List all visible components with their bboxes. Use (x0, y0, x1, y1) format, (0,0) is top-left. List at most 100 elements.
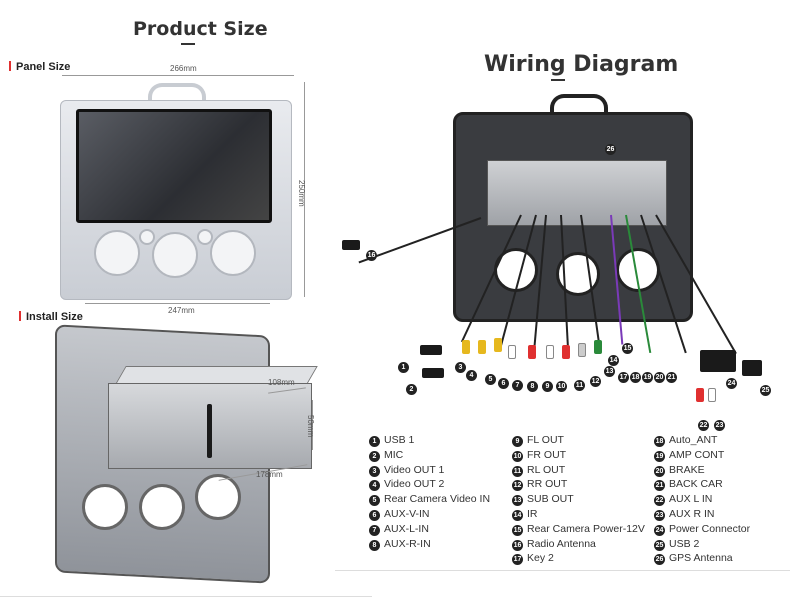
divider (0, 596, 372, 597)
title-underline (551, 79, 565, 81)
legend-number-badge: 16 (512, 539, 523, 551)
legend-label: FL OUT (527, 434, 564, 446)
legend-number-badge: 6 (369, 509, 380, 521)
panel-handle (148, 83, 206, 103)
wifi-antenna (207, 404, 212, 458)
callout-10: 10 (556, 381, 567, 392)
legend-item: 25 USB 2 (654, 538, 750, 553)
legend-label: GPS Antenna (669, 552, 733, 565)
radio-antenna-connector (342, 240, 360, 250)
legend-label: Power Connector (669, 522, 751, 535)
red-accent-bar (9, 61, 11, 71)
callout-23: 23 (714, 420, 725, 431)
callout-13: 13 (604, 366, 615, 377)
legend-label: Radio Antenna (527, 537, 596, 550)
legend-number-badge: 23 (654, 509, 665, 521)
callout-7: 7 (512, 380, 523, 391)
legend-number-badge: 7 (369, 524, 380, 536)
legend-number-badge: 18 (654, 436, 665, 447)
callout-24: 24 (726, 378, 737, 389)
legend-label: Video OUT 2 (384, 478, 445, 491)
climate-button-small (139, 229, 155, 245)
legend-number-badge: 25 (654, 539, 665, 551)
legend-label: AUX-V-IN (384, 507, 430, 520)
install-depth-dim: 50mm (306, 415, 315, 438)
legend-number-badge: 14 (512, 509, 523, 521)
rca-connector-white (508, 345, 516, 359)
legend-number-badge: 12 (512, 480, 523, 492)
callout-14: 14 (608, 355, 619, 366)
legend-item: 16 Radio Antenna (512, 538, 645, 553)
callout-9: 9 (542, 381, 553, 392)
divider (335, 570, 790, 571)
callout-22: 22 (698, 420, 709, 431)
legend-label: Key 2 (527, 552, 554, 565)
panel-width-bottom-dim: 247mm (168, 306, 195, 315)
legend-item: 6 AUX-V-IN (369, 508, 490, 523)
legend-number-badge: 1 (369, 436, 380, 447)
legend-number-badge: 9 (512, 436, 523, 447)
rca-connector-white (708, 388, 716, 402)
legend-label: AUX-R-IN (384, 537, 431, 550)
legend-label: Rear Camera Power-12V (527, 522, 645, 535)
rca-connector-yellow (462, 340, 470, 354)
red-accent-bar (19, 311, 21, 321)
legend-number-badge: 15 (512, 524, 523, 536)
wiring-diagram-title: Wiring Diagram (484, 52, 679, 77)
legend-number-badge: 13 (512, 495, 523, 507)
callout-8: 8 (527, 381, 538, 392)
callout-12: 12 (590, 376, 601, 387)
panel-height-dim: 250mm (297, 180, 306, 207)
legend-label: Video OUT 1 (384, 463, 445, 476)
product-size-title: Product Size (133, 18, 268, 40)
legend-label: RL OUT (527, 463, 566, 476)
rca-connector-grey (578, 343, 586, 357)
legend-label: BRAKE (669, 463, 705, 476)
callout-15: 15 (622, 343, 633, 354)
callout-6: 6 (498, 378, 509, 389)
callout-16: 16 (366, 250, 377, 261)
legend-label: IR (527, 507, 538, 520)
callout-4: 4 (466, 370, 477, 381)
legend-label: AUX R IN (669, 507, 715, 520)
legend-number-badge: 8 (369, 539, 380, 551)
legend-item: 15 Rear Camera Power-12V (512, 523, 645, 538)
power-connector (700, 350, 736, 372)
climate-knob-right (210, 230, 256, 276)
legend-number-badge: 22 (654, 495, 665, 507)
dimension-line (85, 303, 270, 304)
rca-connector-yellow (478, 340, 486, 354)
rca-connector-red (696, 388, 704, 402)
legend-item: 23 AUX R IN (654, 508, 750, 523)
rca-connector-red (528, 345, 536, 359)
callout-3: 3 (455, 362, 466, 373)
usb2-connector (742, 360, 762, 376)
mic-connector (422, 368, 444, 378)
install-vent-hole (139, 484, 185, 530)
install-size-text: Install Size (26, 311, 83, 323)
install-height-dim: 108mm (268, 378, 295, 387)
callout-19: 19 (642, 372, 653, 383)
legend-number-badge: 5 (369, 495, 380, 507)
callout-26: 26 (605, 144, 616, 155)
legend-label: USB 2 (669, 537, 700, 550)
install-vent-hole (82, 484, 128, 530)
install-vent-hole (195, 474, 241, 520)
install-width-dim: 178mm (256, 470, 283, 479)
panel-screen (76, 109, 272, 223)
